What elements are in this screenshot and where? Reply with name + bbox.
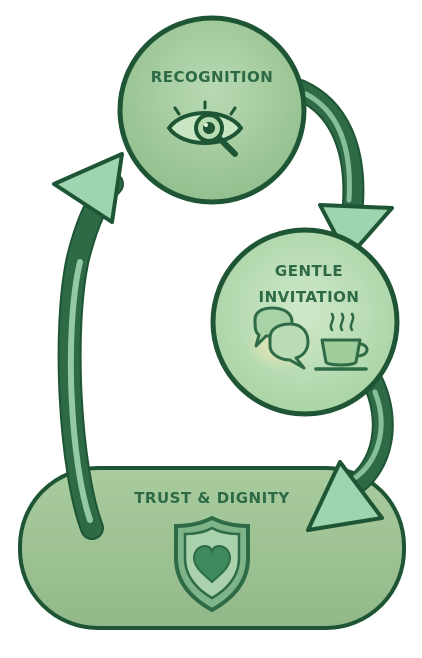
recognition-label: RECOGNITION <box>151 68 274 86</box>
gentle-invitation-label-line2: INVITATION <box>259 288 360 306</box>
heart-shield-icon <box>174 515 250 613</box>
recognition-node: RECOGNITION <box>117 15 307 205</box>
trust-dignity-label: TRUST & DIGNITY <box>134 489 290 507</box>
arrow-invitation-to-trust <box>306 369 394 532</box>
speech-bubbles-icon <box>253 306 310 370</box>
arrow-recognition-to-invitation <box>289 79 394 260</box>
tea-cup-icon <box>314 312 369 371</box>
gentle-invitation-node: GENTLE INVITATION <box>210 227 400 417</box>
arrow-trust-to-recognition <box>52 152 124 540</box>
gentle-invitation-label-line1: GENTLE <box>275 262 343 280</box>
trust-dignity-node: TRUST & DIGNITY <box>18 466 406 630</box>
eye-magnifier-icon <box>166 100 244 157</box>
